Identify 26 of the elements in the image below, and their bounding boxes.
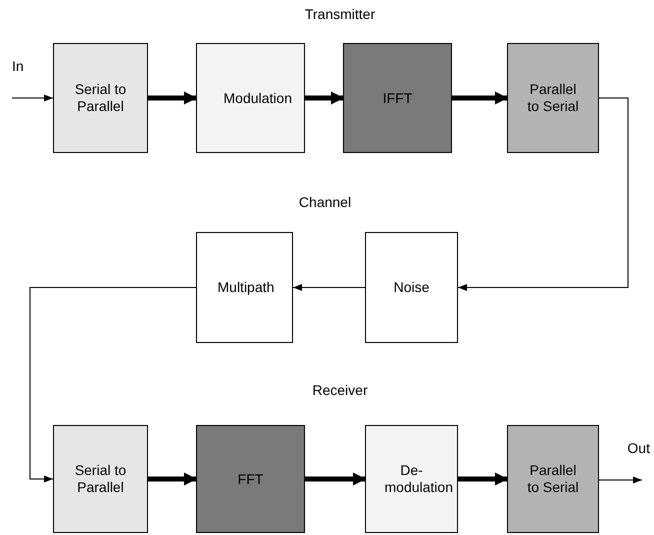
io-label: Out <box>600 440 650 480</box>
section-label: Channel <box>298 193 352 212</box>
arrow <box>598 476 642 484</box>
arrow <box>148 92 197 104</box>
arrow <box>12 94 54 102</box>
arrow <box>305 472 366 486</box>
process-box: FFT <box>196 425 305 533</box>
arrow <box>30 287 196 482</box>
section-label: Receiver <box>312 381 368 400</box>
section-label: Transmitter <box>304 5 376 24</box>
arrow <box>458 472 508 486</box>
process-box: Multipath <box>196 232 293 343</box>
process-box: IFFT <box>343 43 452 153</box>
io-label: In <box>12 58 48 98</box>
arrow <box>452 92 508 104</box>
process-box: Parallel to Serial <box>507 425 599 533</box>
process-box: Serial to Parallel <box>53 425 148 533</box>
process-box: Noise <box>365 232 458 343</box>
arrow <box>458 98 628 291</box>
process-box: Modulation <box>196 43 305 153</box>
arrow <box>305 92 344 104</box>
process-box: Serial to Parallel <box>53 43 148 153</box>
arrow <box>292 284 366 291</box>
process-box: De-modulation <box>365 425 458 533</box>
arrow <box>148 472 197 486</box>
process-box: Parallel to Serial <box>507 43 599 153</box>
